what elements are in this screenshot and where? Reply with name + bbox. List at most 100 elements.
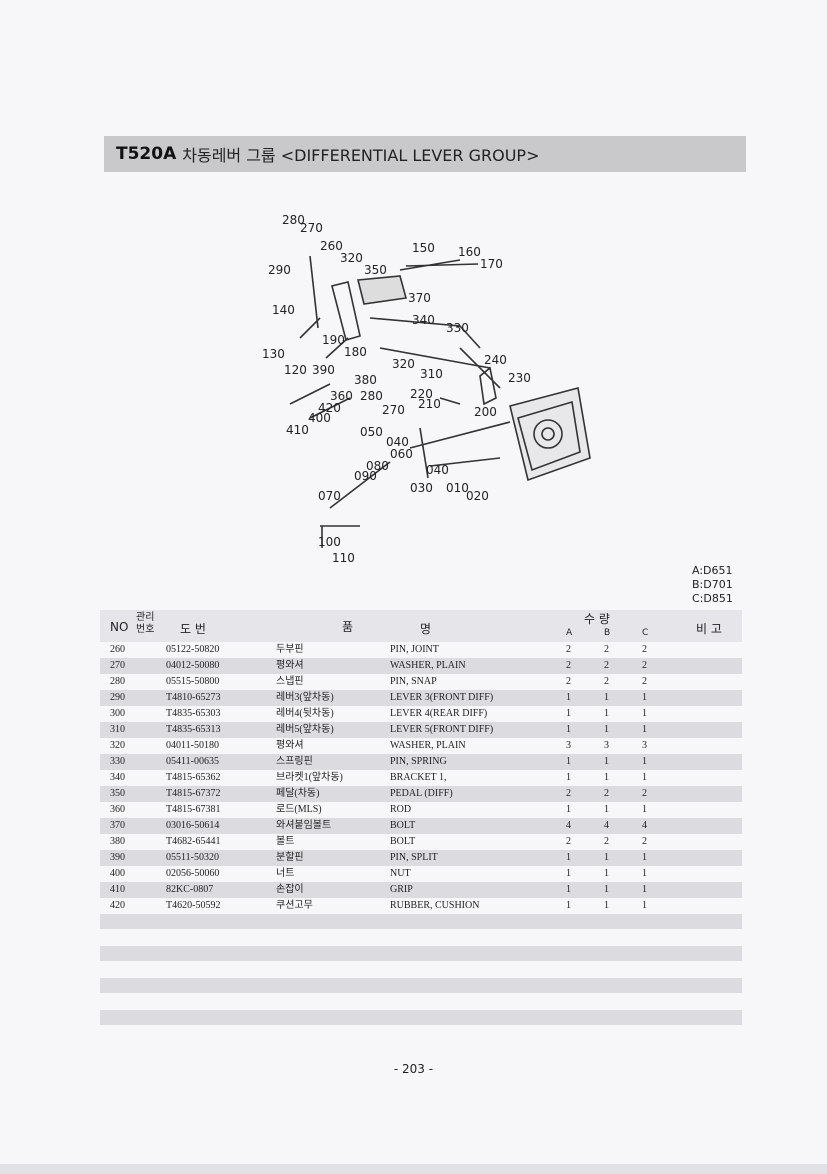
cell-qty-c: 3 [642, 740, 647, 751]
svg-text:040: 040 [426, 463, 449, 477]
cell-qty-c: 4 [642, 820, 647, 831]
cell-part-name: RUBBER, CUSHION [390, 900, 480, 911]
svg-text:010: 010 [446, 481, 469, 495]
cell-no: 360 [110, 804, 125, 815]
cell-qty-b: 1 [604, 708, 609, 719]
cell-part-number: T4810-65273 [166, 692, 221, 703]
scan-edge [0, 1164, 827, 1174]
svg-text:320: 320 [340, 251, 363, 265]
cell-part-name: WASHER, PLAIN [390, 660, 466, 671]
cell-qty-c: 1 [642, 868, 647, 879]
cell-korean-name: 손잡이 [276, 884, 304, 895]
cell-no: 330 [110, 756, 125, 767]
header-b: B [604, 628, 611, 638]
cell-korean-name: 두부핀 [276, 644, 304, 655]
empty-row-band [100, 946, 742, 961]
cell-qty-c: 1 [642, 692, 647, 703]
cell-part-number: 82KC-0807 [166, 884, 214, 895]
cell-part-number: 05122-50820 [166, 644, 220, 655]
svg-text:270: 270 [382, 403, 405, 417]
cell-qty-c: 2 [642, 788, 647, 799]
cell-part-number: T4835-65303 [166, 708, 221, 719]
cell-qty-a: 1 [566, 756, 571, 767]
cell-qty-c: 1 [642, 804, 647, 815]
cell-qty-c: 1 [642, 900, 647, 911]
svg-text:320: 320 [392, 357, 415, 371]
cell-no: 290 [110, 692, 125, 703]
svg-text:270: 270 [300, 221, 323, 235]
section-title: 차동레버 그룹 <DIFFERENTIAL LEVER GROUP> [182, 146, 540, 165]
svg-text:030: 030 [410, 481, 433, 495]
svg-text:370: 370 [408, 291, 431, 305]
model-legend: A:D651 B:D701 C:D851 [692, 564, 733, 606]
header-item: 품 [342, 620, 354, 634]
cell-korean-name: 스냅핀 [276, 676, 304, 687]
svg-text:240: 240 [484, 353, 507, 367]
svg-text:110: 110 [332, 551, 355, 565]
svg-text:290: 290 [268, 263, 291, 277]
cell-korean-name: 너트 [276, 868, 295, 879]
model-a: A:D651 [692, 564, 733, 577]
cell-qty-a: 1 [566, 868, 571, 879]
cell-part-name: WASHER, PLAIN [390, 740, 466, 751]
svg-text:150: 150 [412, 241, 435, 255]
header-name: 명 [420, 622, 432, 636]
svg-text:400: 400 [308, 411, 331, 425]
cell-qty-a: 1 [566, 884, 571, 895]
cell-qty-b: 2 [604, 788, 609, 799]
cell-part-name: LEVER 4(REAR DIFF) [390, 708, 488, 719]
cell-qty-c: 2 [642, 660, 647, 671]
cell-no: 380 [110, 836, 125, 847]
svg-text:190: 190 [322, 333, 345, 347]
cell-qty-b: 2 [604, 660, 609, 671]
header-remark: 비 고 [696, 622, 722, 636]
svg-text:410: 410 [286, 423, 309, 437]
cell-part-name: GRIP [390, 884, 413, 895]
cell-part-number: T4682-65441 [166, 836, 221, 847]
cell-no: 350 [110, 788, 125, 799]
cell-qty-b: 2 [604, 644, 609, 655]
svg-text:140: 140 [272, 303, 295, 317]
cell-qty-b: 3 [604, 740, 609, 751]
cell-qty-a: 1 [566, 900, 571, 911]
svg-text:080: 080 [366, 459, 389, 473]
svg-text:200: 200 [474, 405, 497, 419]
svg-text:340: 340 [412, 313, 435, 327]
cell-part-name: BRACKET 1, [390, 772, 447, 783]
cell-qty-b: 2 [604, 836, 609, 847]
cell-no: 370 [110, 820, 125, 831]
cell-qty-c: 1 [642, 884, 647, 895]
cell-qty-a: 3 [566, 740, 571, 751]
header-a: A [566, 628, 573, 638]
empty-row-band [100, 978, 742, 993]
cell-korean-name: 로드(MLS) [276, 804, 322, 815]
svg-text:330: 330 [446, 321, 469, 335]
cell-qty-b: 1 [604, 756, 609, 767]
svg-text:170: 170 [480, 257, 503, 271]
cell-qty-b: 2 [604, 676, 609, 687]
cell-part-name: PIN, JOINT [390, 644, 439, 655]
svg-text:280: 280 [282, 213, 305, 227]
cell-qty-b: 1 [604, 852, 609, 863]
svg-text:310: 310 [420, 367, 443, 381]
svg-text:380: 380 [354, 373, 377, 387]
cell-part-number: T4815-67381 [166, 804, 221, 815]
cell-qty-a: 2 [566, 644, 571, 655]
cell-korean-name: 볼트 [276, 836, 295, 847]
svg-text:230: 230 [508, 371, 531, 385]
cell-qty-a: 1 [566, 692, 571, 703]
cell-korean-name: 와셔붙임볼트 [276, 820, 332, 831]
